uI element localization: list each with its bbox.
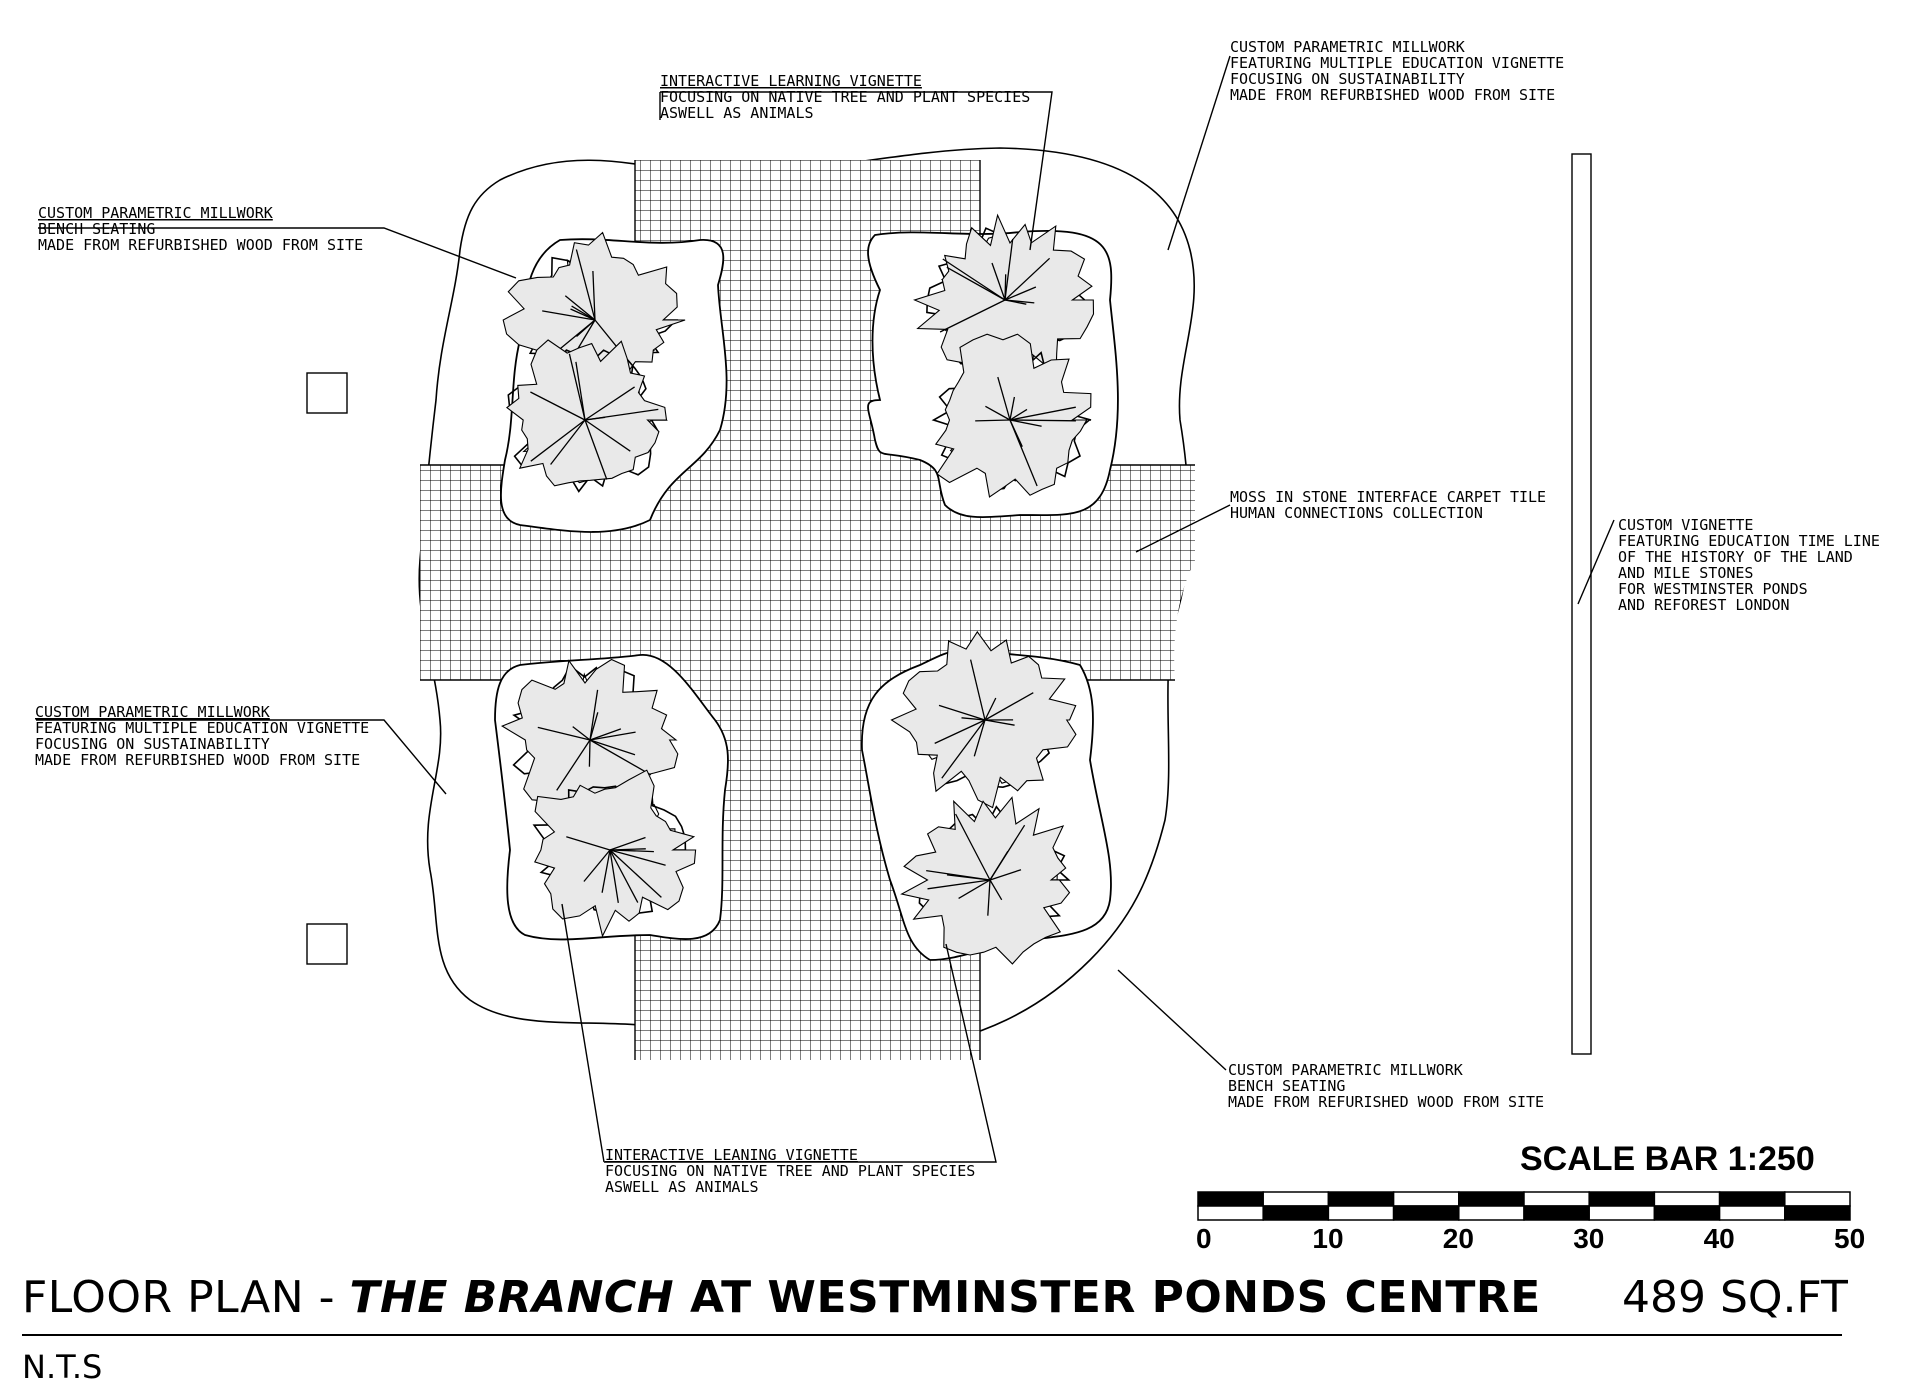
- scale-bar: SCALE BAR 1:250 0 10 20 30 40 50: [1196, 1140, 1865, 1254]
- scale-bar-tick-label: 30: [1573, 1223, 1604, 1254]
- scale-bar-tick-label: 40: [1704, 1223, 1735, 1254]
- label-left-top-2: MADE FROM REFURBISHED WOOD FROM SITE: [38, 236, 363, 254]
- scale-bar-cell: [1524, 1206, 1589, 1220]
- svg-text:MOSS IN STONE INTERFACE CARPET: MOSS IN STONE INTERFACE CARPET TILEHUMAN…: [1230, 488, 1546, 522]
- scale-bar-cell: [1654, 1192, 1719, 1206]
- scale-bar-cell: [1785, 1206, 1850, 1220]
- scale-bar-cell: [1198, 1206, 1263, 1220]
- column-marker-bottom: [307, 924, 347, 964]
- scale-bar-cell: [1589, 1192, 1654, 1206]
- tree-branch: [1010, 420, 1076, 421]
- label-right-top-3: MADE FROM REFURBISHED WOOD FROM SITE: [1230, 86, 1555, 104]
- label-top-center-2: ASWELL AS ANIMALS: [660, 104, 814, 122]
- scale-bar-cell: [1720, 1206, 1785, 1220]
- title-prefix: FLOOR PLAN -: [22, 1272, 350, 1323]
- scale-bar-cell: [1394, 1206, 1459, 1220]
- vignette-wall: [1572, 154, 1591, 1054]
- column-marker-top: [307, 373, 347, 413]
- floor-area: 489 SQ.FT: [1622, 1272, 1848, 1323]
- title-block: FLOOR PLAN - THE BRANCH AT WESTMINSTER P…: [22, 1272, 1842, 1323]
- scale-bar-tick-label: 0: [1196, 1223, 1212, 1254]
- label-right-bottom-2: MADE FROM REFURISHED WOOD FROM SITE: [1228, 1093, 1544, 1111]
- scale-bar-cell: [1328, 1192, 1393, 1206]
- scale-bar-cell: [1785, 1192, 1850, 1206]
- scale-bar-cell: [1459, 1206, 1524, 1220]
- tree-branch: [589, 740, 590, 767]
- scale-bar-cell: [1263, 1206, 1328, 1220]
- tree-branch: [975, 420, 1010, 421]
- scale-bar-cell: [1198, 1192, 1263, 1206]
- label-vignette-5: AND REFOREST LONDON: [1618, 596, 1790, 614]
- scale-bar-tick-label: 20: [1443, 1223, 1474, 1254]
- title-rule: [22, 1334, 1842, 1336]
- label-moss-1: HUMAN CONNECTIONS COLLECTION: [1230, 504, 1483, 522]
- title-suffix: AT WESTMINSTER PONDS CENTRE: [674, 1272, 1541, 1323]
- scale-bar-cell: [1654, 1206, 1719, 1220]
- drawing-title: FLOOR PLAN - THE BRANCH AT WESTMINSTER P…: [22, 1272, 1842, 1323]
- scale-bar-cell: [1394, 1192, 1459, 1206]
- scale-bar-title: SCALE BAR 1:250: [1520, 1140, 1815, 1178]
- label-left-bottom-3: MADE FROM REFURBISHED WOOD FROM SITE: [35, 751, 360, 769]
- scale-bar-cell: [1524, 1192, 1589, 1206]
- scale-bar-cell: [1328, 1206, 1393, 1220]
- scale-bar-cell: [1459, 1192, 1524, 1206]
- scale-bar-cell: [1720, 1192, 1785, 1206]
- scale-bar-cell: [1589, 1206, 1654, 1220]
- scale-bar-tick-label: 50: [1834, 1223, 1865, 1254]
- scale-note: N.T.S: [22, 1348, 102, 1386]
- label-bottom-center-2: ASWELL AS ANIMALS: [605, 1178, 759, 1196]
- scale-bar-cell: [1263, 1192, 1328, 1206]
- scale-bar-tick-label: 10: [1312, 1223, 1343, 1254]
- title-project-name: THE BRANCH: [350, 1272, 675, 1323]
